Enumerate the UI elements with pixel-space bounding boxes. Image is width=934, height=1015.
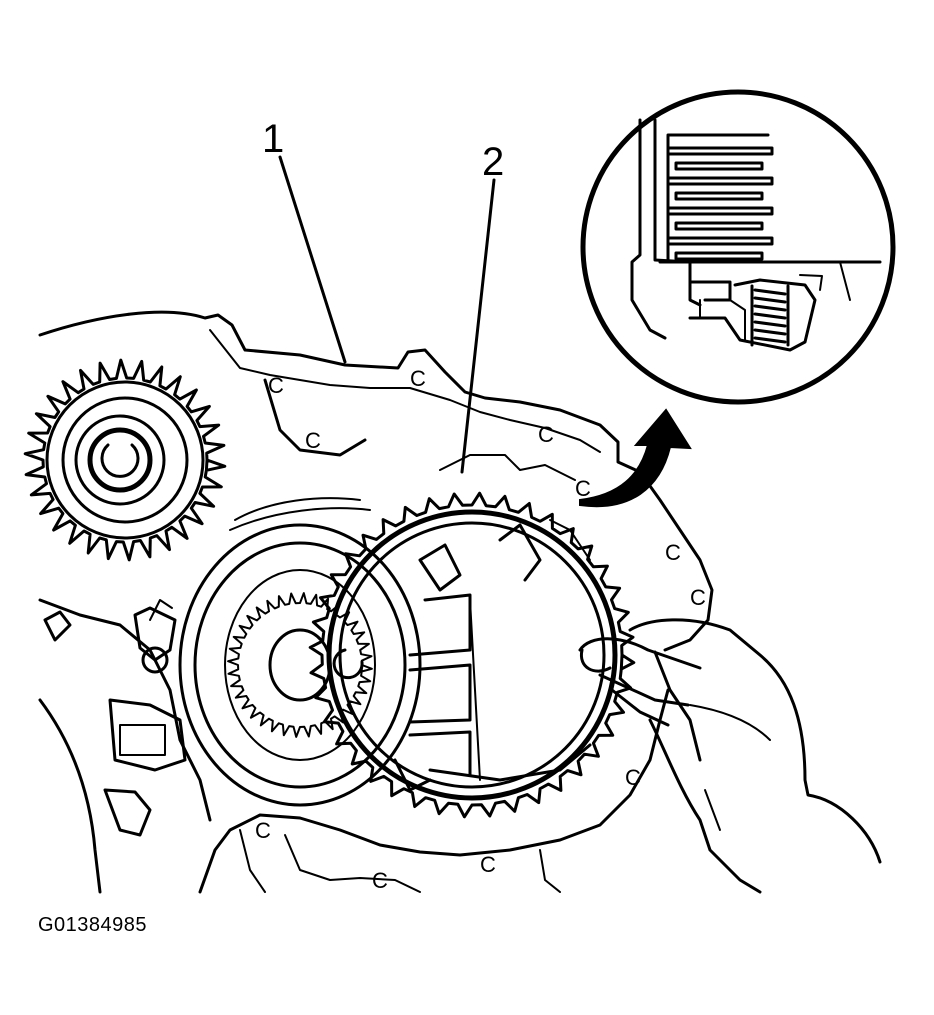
bolt-hole-mark: C (538, 422, 554, 447)
left-gear (23, 358, 227, 562)
callout-leaders (278, 155, 496, 474)
bolt-hole-mark: C (665, 540, 681, 565)
clutch-plate-ring (308, 491, 636, 819)
inner-clutch-pack (393, 519, 592, 792)
bolt-hole-mark: C (480, 852, 496, 877)
transmission-case (38, 310, 714, 894)
bolt-hole-mark: C (575, 476, 591, 501)
bolt-hole-mark: C (690, 585, 706, 610)
bolt-hole-mark: C (255, 818, 271, 843)
detail-arrow (579, 408, 692, 508)
callout-2: 2 (482, 140, 504, 184)
case-bolt-holes: C C C C C C C C C C C (255, 366, 706, 893)
figure-id: G01384985 (38, 914, 148, 936)
bolt-hole-mark: C (305, 428, 321, 453)
bolt-hole-mark: C (410, 366, 426, 391)
leader-line-2 (460, 178, 496, 474)
hand (578, 618, 882, 894)
leader-line-1 (278, 155, 347, 364)
clutch-hub (178, 497, 422, 807)
bolt-hole-mark: C (625, 765, 641, 790)
bolt-hole-mark: C (372, 868, 388, 893)
bolt-hole-mark: C (268, 373, 284, 398)
callout-1: 1 (262, 117, 284, 161)
detail-inset (580, 89, 896, 405)
